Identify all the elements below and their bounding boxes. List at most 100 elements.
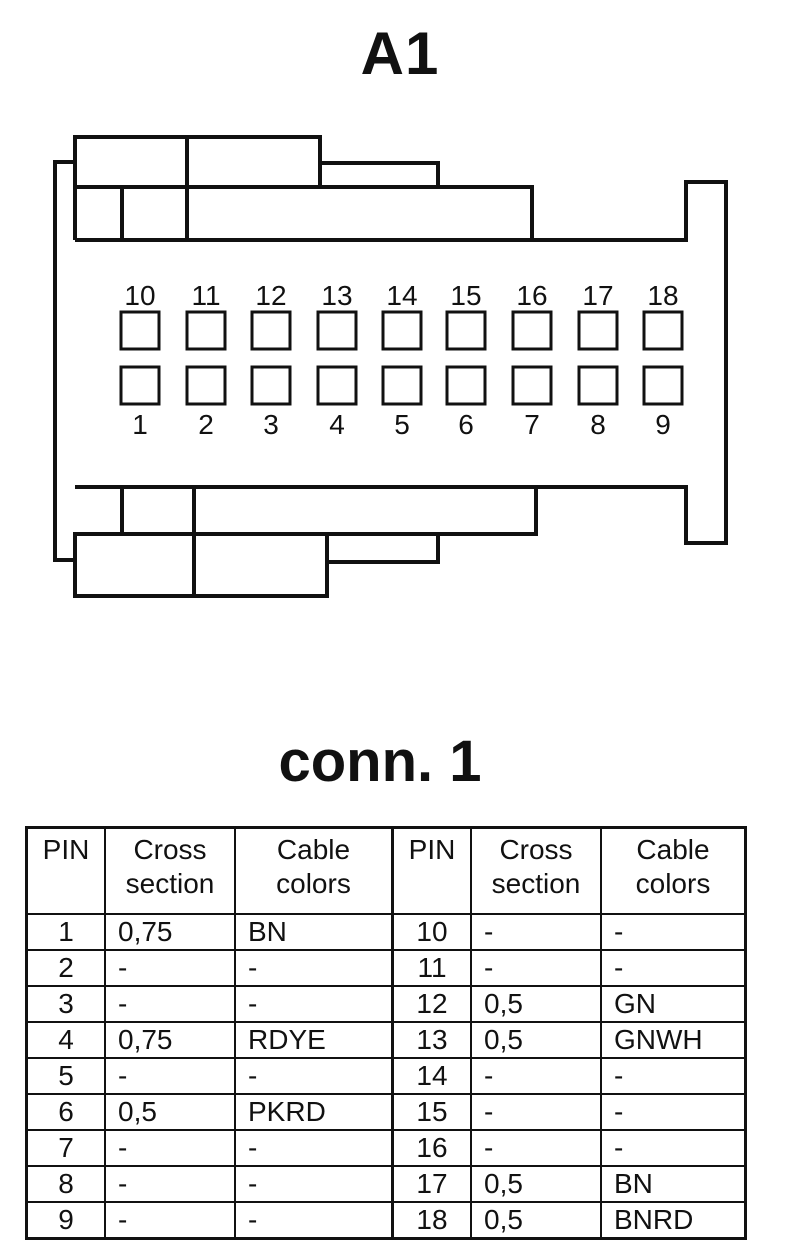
cable-color-cell: PKRD	[234, 1093, 394, 1131]
cross-section-cell: -	[470, 1093, 602, 1131]
pin-cell: 2	[25, 949, 106, 987]
pin-cell: 7	[25, 1129, 106, 1167]
lower-latch-right	[325, 532, 440, 564]
pin-cavity	[250, 310, 292, 351]
upper-latch-step	[75, 185, 124, 240]
pin-label: 9	[655, 409, 671, 440]
pin-cavity	[119, 365, 161, 406]
cross-section-cell: -	[470, 913, 602, 951]
main-body	[75, 180, 728, 545]
pin-cavity	[185, 365, 227, 406]
pin-cavity	[642, 365, 684, 406]
cable-color-cell: -	[234, 949, 394, 987]
pin-cell: 18	[391, 1201, 472, 1240]
pin-cavity	[577, 365, 619, 406]
header-cross-section-2: Cross section	[470, 826, 602, 915]
pin-label: 8	[590, 409, 606, 440]
lower-latch-left	[73, 532, 196, 598]
cross-section-cell: 0,75	[104, 1021, 236, 1059]
table-title: conn. 1	[278, 729, 482, 794]
cross-section-cell: -	[104, 1201, 236, 1240]
pin-label: 15	[450, 280, 481, 311]
pin-label: 1	[132, 409, 148, 440]
cable-color-cell: -	[600, 1057, 747, 1095]
cross-section-cell: -	[104, 1129, 236, 1167]
cable-color-cell: GN	[600, 985, 747, 1023]
pin-label: 17	[582, 280, 613, 311]
pin-cell: 13	[391, 1021, 472, 1059]
cable-color-cell: -	[600, 949, 747, 987]
pin-cell: 5	[25, 1057, 106, 1095]
cable-color-cell: BN	[234, 913, 394, 951]
housing-upper-outline	[53, 160, 77, 562]
cross-section-cell: 0,5	[104, 1093, 236, 1131]
pin-cell: 9	[25, 1201, 106, 1240]
pin-label: 10	[124, 280, 155, 311]
pin-label: 18	[647, 280, 678, 311]
pin-label: 2	[198, 409, 214, 440]
upper-latch-left	[73, 135, 189, 189]
pin-table: PIN Cross section Cable colors PIN Cross…	[25, 826, 747, 1240]
pin-label: 7	[524, 409, 540, 440]
pin-cavity	[185, 310, 227, 351]
cross-section-cell: 0,5	[470, 985, 602, 1023]
pin-cavity	[642, 310, 684, 351]
upper-body	[185, 185, 534, 242]
pin-cavity	[381, 310, 423, 351]
cross-section-cell: -	[104, 985, 236, 1023]
cross-section-cell: -	[470, 1129, 602, 1167]
pin-cavity	[381, 365, 423, 406]
pin-cell: 11	[391, 949, 472, 987]
cross-section-cell: 0,5	[470, 1165, 602, 1203]
pin-label: 16	[516, 280, 547, 311]
header-pin-2: PIN	[391, 826, 472, 915]
pin-cavity	[250, 365, 292, 406]
pin-cell: 10	[391, 913, 472, 951]
header-cable-colors-2: Cable colors	[600, 826, 747, 915]
cable-color-cell: BNRD	[600, 1201, 747, 1240]
pin-cell: 1	[25, 913, 106, 951]
pin-cell: 6	[25, 1093, 106, 1131]
pin-cell: 4	[25, 1021, 106, 1059]
pin-cell: 8	[25, 1165, 106, 1203]
pin-cell: 14	[391, 1057, 472, 1095]
pin-cell: 3	[25, 985, 106, 1023]
pin-cavity	[445, 365, 487, 406]
pin-cavity	[577, 310, 619, 351]
cross-section-cell: -	[104, 1057, 236, 1095]
table-header-row: PIN Cross section Cable colors PIN Cross…	[25, 826, 747, 915]
cable-color-cell: -	[234, 1201, 394, 1240]
cable-color-cell: -	[600, 1093, 747, 1131]
pin-label: 6	[458, 409, 474, 440]
cross-section-cell: -	[470, 1057, 602, 1095]
pin-label: 13	[321, 280, 352, 311]
table-row: 5--14--	[25, 1057, 747, 1095]
pin-cell: 15	[391, 1093, 472, 1131]
cross-section-cell: 0,5	[470, 1021, 602, 1059]
pin-label: 5	[394, 409, 410, 440]
cross-section-cell: -	[104, 949, 236, 987]
table-row: 2--11--	[25, 949, 747, 987]
cross-section-cell: -	[104, 1165, 236, 1203]
connector-title: A1	[360, 20, 440, 87]
cable-color-cell: -	[600, 1129, 747, 1167]
cable-color-cell: -	[600, 913, 747, 951]
cable-color-cell: -	[234, 1129, 394, 1167]
table-row: 7--16--	[25, 1129, 747, 1167]
pin-label: 11	[191, 280, 220, 311]
pin-cell: 17	[391, 1165, 472, 1203]
pin-cavity	[316, 365, 358, 406]
pin-cell: 16	[391, 1129, 472, 1167]
cable-color-cell: -	[234, 1057, 394, 1095]
cable-color-cell: RDYE	[234, 1021, 394, 1059]
header-cable-colors: Cable colors	[234, 826, 394, 915]
pin-cavity	[511, 365, 553, 406]
pin-label: 3	[263, 409, 279, 440]
pin-cavity	[316, 310, 358, 351]
